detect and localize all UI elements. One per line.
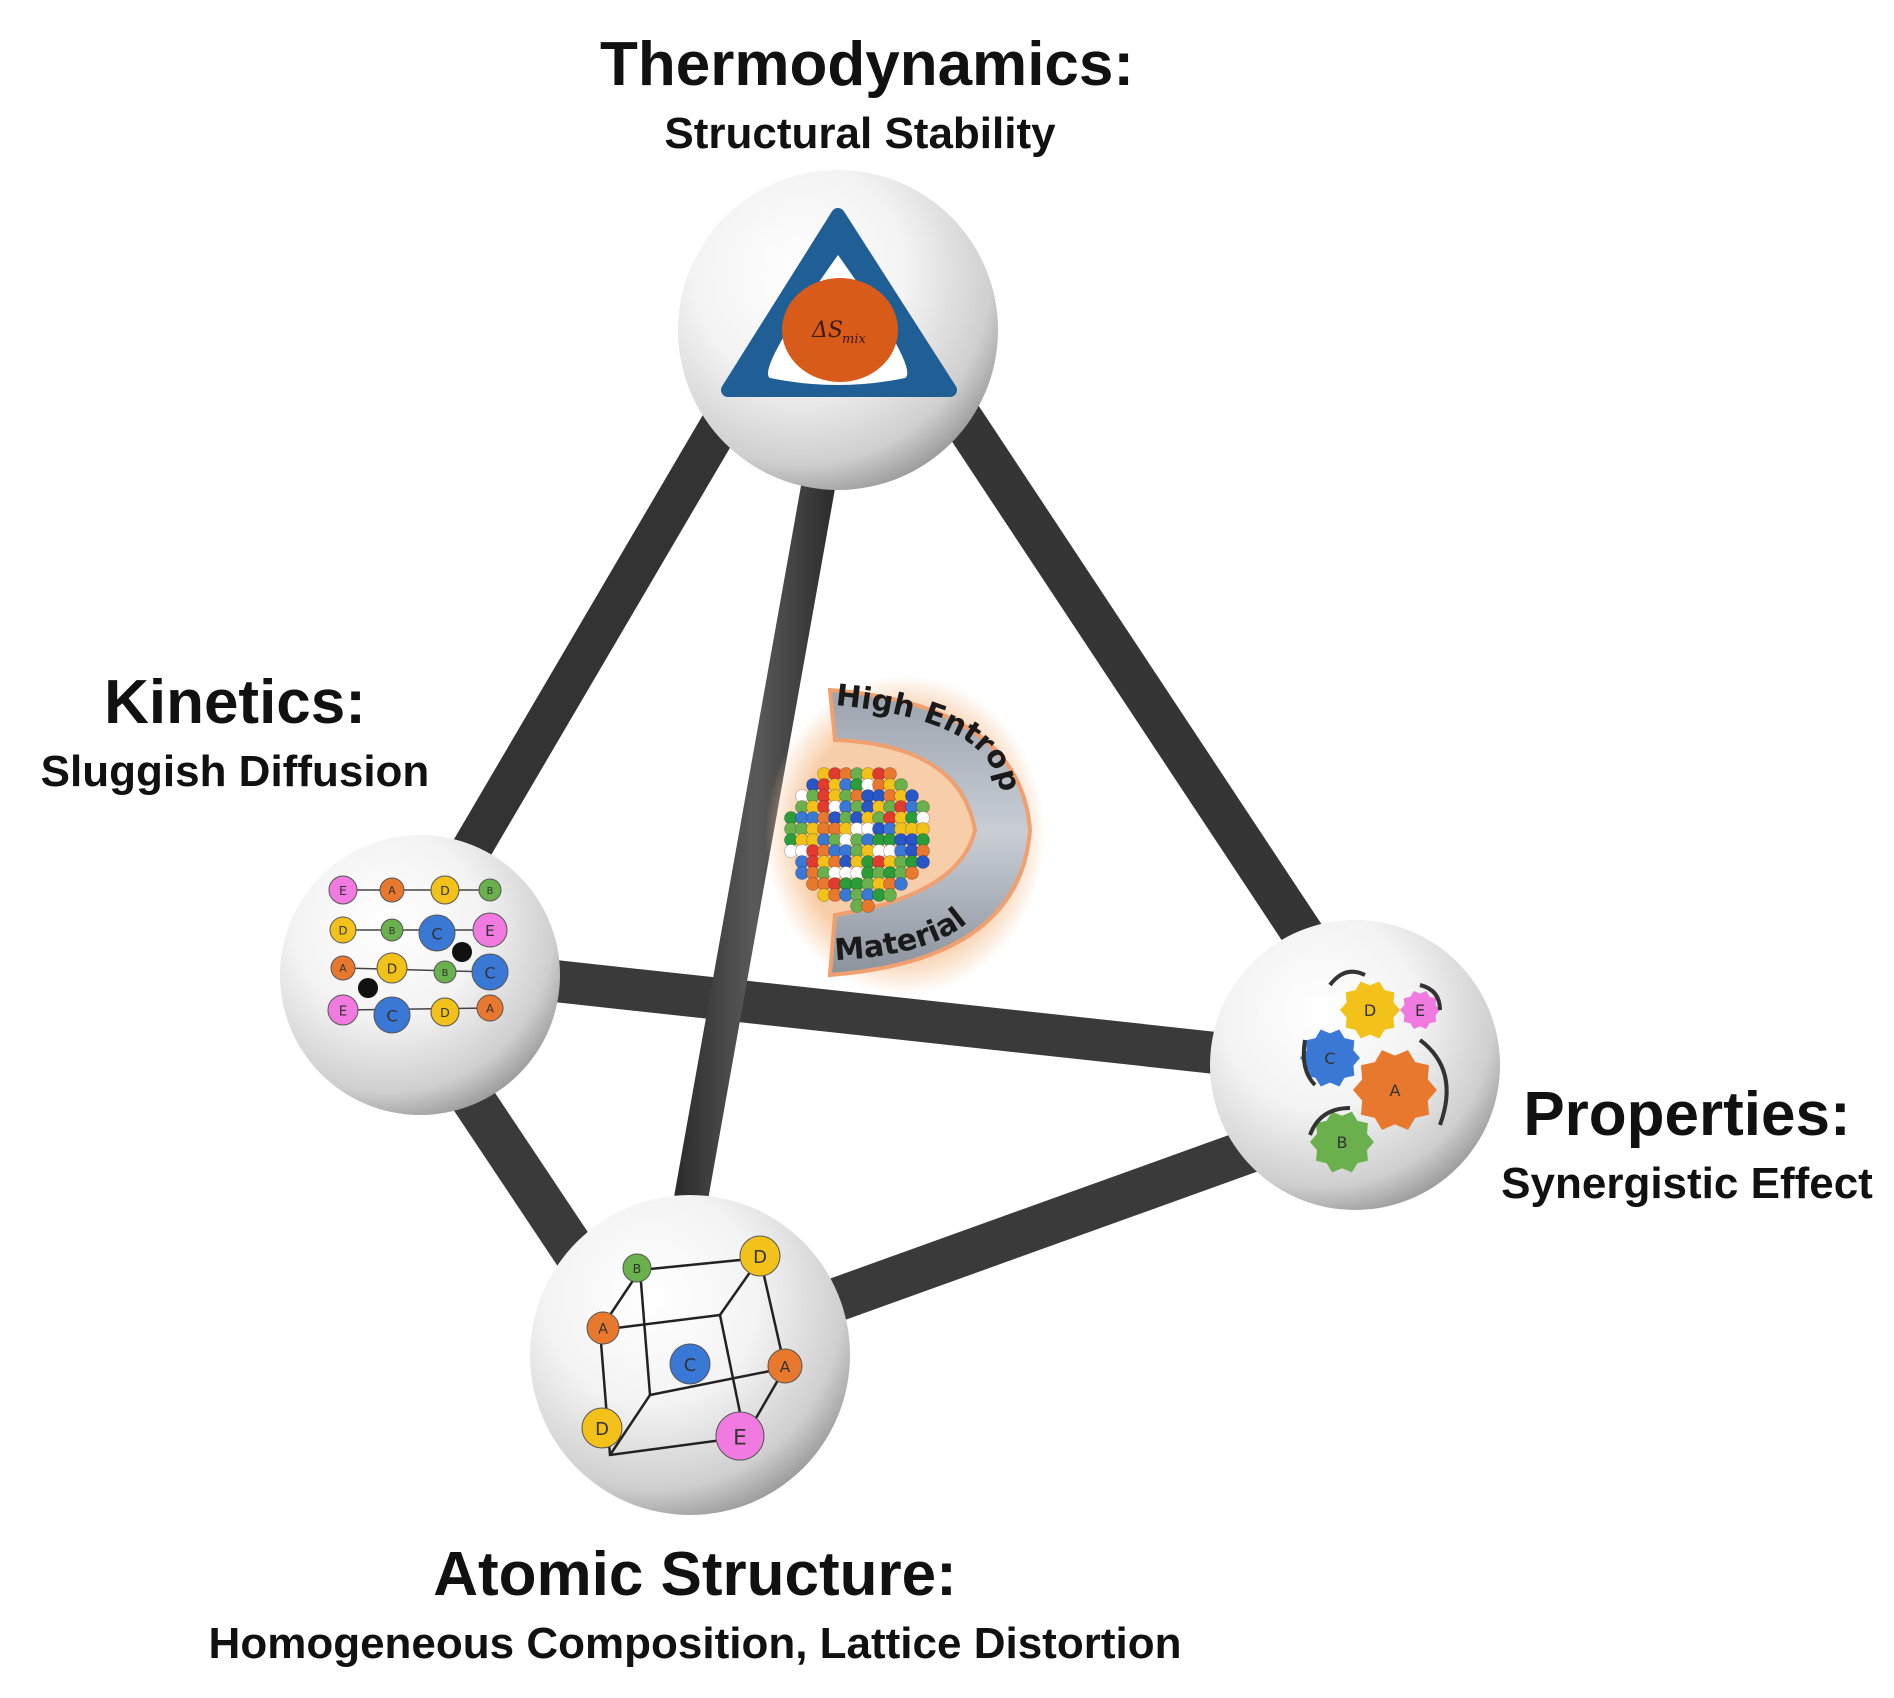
- svg-text:A: A: [780, 1358, 791, 1376]
- atom-d-icon: D: [430, 997, 460, 1027]
- gear-a-icon: A: [1353, 1050, 1437, 1130]
- svg-text:C: C: [431, 924, 442, 943]
- cluster-atom: [861, 899, 875, 913]
- rod-thermo-atomic: [663, 403, 847, 1277]
- svg-text:C: C: [1324, 1049, 1335, 1068]
- svg-text:D: D: [440, 883, 450, 898]
- thermodynamics-subtitle: Structural Stability: [664, 109, 1056, 158]
- rod-properties-atomic: [758, 1118, 1302, 1342]
- atom-b-icon: B: [478, 878, 502, 902]
- thermodynamics-title: Thermodynamics:: [600, 30, 1135, 99]
- svg-text:A: A: [388, 884, 396, 897]
- svg-text:D: D: [753, 1247, 767, 1268]
- lattice-atoms: B D A A C D E: [581, 1235, 803, 1461]
- lattice-bond: [342, 967, 491, 973]
- label-thermodynamics: Thermodynamics: Structural Stability: [600, 30, 1135, 160]
- gear-e-icon: E: [1400, 991, 1440, 1029]
- kinetics-subtitle: Sluggish Diffusion: [40, 747, 430, 796]
- svg-text:E: E: [339, 883, 347, 898]
- rotation-arrow-icon: [1308, 1106, 1351, 1136]
- label-kinetics: Kinetics: Sluggish Diffusion: [0, 668, 470, 798]
- atom-d-icon: D: [739, 1235, 781, 1277]
- svg-text:D: D: [387, 961, 397, 977]
- atom-a-icon: A: [476, 994, 504, 1022]
- gear-c-icon: C: [1300, 1029, 1360, 1087]
- rod-thermo-properties: [889, 319, 1341, 981]
- sphere-atomic-structure: B D A A C D E: [530, 1195, 850, 1515]
- atom-e-icon: E: [328, 875, 358, 905]
- atom-d-icon: D: [329, 916, 357, 944]
- svg-text:D: D: [339, 924, 348, 938]
- rod-kinetics-properties: [479, 954, 1301, 1081]
- vacancy-icon: [358, 978, 378, 998]
- atom-a-icon: A: [767, 1348, 803, 1384]
- gear-b-icon: B: [1310, 1111, 1374, 1173]
- svg-text:B: B: [442, 968, 449, 979]
- atom-e-icon: E: [715, 1411, 765, 1461]
- rotation-arrow-icon: [1301, 1039, 1317, 1087]
- rotation-arrow-icon: [1418, 1038, 1449, 1126]
- svg-text:C: C: [386, 1006, 397, 1025]
- sphere-kinetics: E A D B D B C E A D B C E C D A: [280, 835, 560, 1115]
- entropy-blob-icon: [782, 278, 898, 382]
- atom-d-icon: D: [376, 952, 408, 984]
- atomic-structure-subtitle: Homogeneous Composition, Lattice Distort…: [208, 1619, 1182, 1668]
- lattice-bond: [342, 1007, 491, 1011]
- svg-text:A: A: [1390, 1081, 1401, 1100]
- rotation-arrow-icon: [1419, 983, 1442, 1011]
- diffusion-lattice-icon: E A D B D B C E A D B C E C D A: [327, 875, 509, 1034]
- svg-text:D: D: [440, 1005, 450, 1020]
- svg-text:B: B: [1337, 1133, 1348, 1152]
- atom-b-icon: B: [622, 1253, 652, 1283]
- atom-cluster-icon: [784, 767, 930, 913]
- sphere-properties: D E C A B: [1210, 920, 1500, 1210]
- entropy-band: [827, 687, 1033, 978]
- kinetics-title: Kinetics:: [104, 668, 366, 737]
- atomic-structure-title: Atomic Structure:: [433, 1540, 957, 1609]
- cluster-atom: [916, 855, 930, 869]
- atom-c-icon: C: [471, 953, 509, 991]
- svg-text:A: A: [486, 1002, 494, 1016]
- vacancy-icon: [452, 942, 472, 962]
- svg-text:A: A: [598, 1322, 608, 1338]
- svg-text:E: E: [339, 1003, 348, 1019]
- atom-a-icon: A: [330, 955, 356, 981]
- properties-subtitle: Synergistic Effect: [1501, 1159, 1873, 1208]
- atom-c-icon: C: [418, 914, 456, 952]
- rotation-arrow-icon: [1328, 969, 1366, 987]
- atom-c-icon: C: [669, 1343, 711, 1385]
- atom-b-icon: B: [433, 960, 457, 984]
- svg-text:D: D: [595, 1419, 609, 1440]
- svg-text:B: B: [633, 1261, 642, 1276]
- svg-text:D: D: [1364, 1001, 1376, 1020]
- gear-d-icon: D: [1340, 981, 1400, 1039]
- cluster-atom: [883, 888, 897, 902]
- atom-a-icon: A: [586, 1311, 620, 1345]
- svg-text:E: E: [1415, 1001, 1425, 1020]
- label-properties: Properties: Synergistic Effect: [1480, 1080, 1894, 1210]
- svg-text:C: C: [484, 963, 495, 982]
- sphere-thermodynamics: ΔS mix: [678, 170, 998, 490]
- atom-c-icon: C: [373, 996, 411, 1034]
- atom-d-icon: D: [430, 875, 460, 905]
- svg-text:B: B: [389, 926, 396, 937]
- atom-d-icon: D: [581, 1407, 623, 1449]
- delta-s-icon-text: ΔS: [811, 318, 843, 343]
- cluster-atom: [894, 877, 908, 891]
- atom-a-icon: A: [379, 877, 405, 903]
- svg-text:C: C: [684, 1355, 697, 1376]
- label-atomic-structure: Atomic Structure: Homogeneous Compositio…: [130, 1540, 1260, 1670]
- svg-text:E: E: [485, 922, 495, 940]
- gears-icon: D E C A B: [1300, 969, 1449, 1173]
- properties-title: Properties:: [1523, 1080, 1851, 1149]
- atom-e-icon: E: [327, 994, 359, 1026]
- atom-e-icon: E: [472, 912, 508, 948]
- cluster-atom: [905, 866, 919, 880]
- atom-b-icon: B: [380, 918, 404, 942]
- svg-text:E: E: [733, 1425, 747, 1450]
- svg-text:A: A: [339, 962, 347, 975]
- delta-s-subscript: mix: [842, 332, 866, 347]
- svg-text:B: B: [487, 886, 494, 897]
